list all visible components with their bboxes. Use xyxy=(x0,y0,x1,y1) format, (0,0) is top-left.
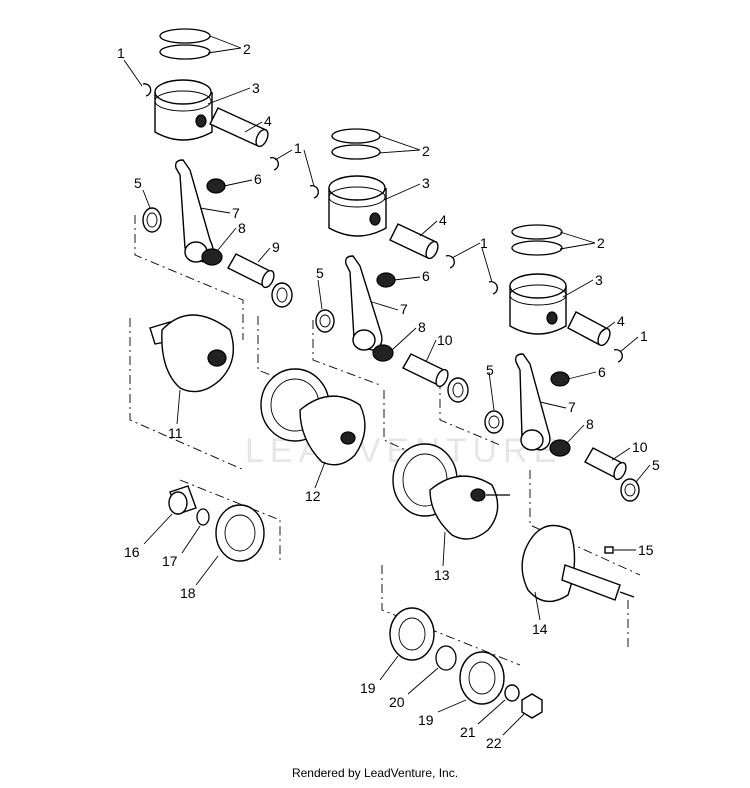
callout-14: 14 xyxy=(532,621,548,637)
diagram-canvas: LEADVENTURE xyxy=(117,28,660,751)
nut-22 xyxy=(521,693,543,719)
bearing-18 xyxy=(215,504,265,562)
crank-end-11 xyxy=(149,314,234,393)
callout-8: 8 xyxy=(586,416,594,432)
callout-4: 4 xyxy=(617,313,625,329)
callout-6: 6 xyxy=(598,364,606,380)
callout-1: 1 xyxy=(640,328,648,344)
callout-3: 3 xyxy=(252,80,260,96)
crank-web-13 xyxy=(392,443,510,540)
callout-10: 10 xyxy=(437,332,453,348)
needle-bearing-6a xyxy=(206,178,226,194)
callout-5: 5 xyxy=(486,362,494,378)
washer-21 xyxy=(504,684,520,702)
circlip-middle-1 xyxy=(309,185,319,199)
bearing-19a xyxy=(389,607,435,661)
callout-19: 19 xyxy=(418,712,434,728)
footer-credit: Rendered by LeadVenture, Inc. xyxy=(291,766,459,780)
callout-19: 19 xyxy=(360,680,376,696)
callout-18: 18 xyxy=(180,585,196,601)
callout-7: 7 xyxy=(232,205,240,221)
callout-5: 5 xyxy=(316,265,324,281)
circlip-right-2 xyxy=(613,349,623,363)
piston-rings-left xyxy=(159,28,211,60)
callout-13: 13 xyxy=(434,567,450,583)
callout-22: 22 xyxy=(486,735,502,751)
piston-rings-right xyxy=(511,224,563,256)
ring-20 xyxy=(435,645,457,671)
callout-10: 10 xyxy=(632,439,648,455)
callout-2: 2 xyxy=(422,143,430,159)
leader-lines xyxy=(123,35,651,736)
callout-21: 21 xyxy=(460,724,476,740)
callout-4: 4 xyxy=(264,113,272,129)
circlip-middle-2 xyxy=(445,255,455,269)
thrust-washer-5b xyxy=(271,282,293,308)
callout-8: 8 xyxy=(238,220,246,236)
thrust-washer-5a xyxy=(142,207,162,233)
callout-8: 8 xyxy=(418,319,426,335)
circlip-left-2 xyxy=(269,157,279,171)
callout-9: 9 xyxy=(272,239,280,255)
callout-7: 7 xyxy=(400,301,408,317)
callout-5: 5 xyxy=(134,175,142,191)
callout-12: 12 xyxy=(305,488,321,504)
crank-web-12 xyxy=(260,368,366,466)
callout-labels: 1 2 3 4 1 2 3 4 5 6 7 8 9 1 2 3 4 1 5 6 … xyxy=(117,41,660,751)
callout-7: 7 xyxy=(568,399,576,415)
needle-bearing-8a xyxy=(201,248,223,266)
callout-2: 2 xyxy=(243,41,251,57)
callout-1: 1 xyxy=(117,45,125,61)
circlip-left-1 xyxy=(142,83,152,97)
key-15 xyxy=(604,546,614,554)
bearing-19b xyxy=(459,651,505,705)
callout-5: 5 xyxy=(652,457,660,473)
callout-3: 3 xyxy=(595,272,603,288)
ring-17 xyxy=(196,508,210,526)
callout-17: 17 xyxy=(162,553,178,569)
callout-11: 11 xyxy=(168,425,183,441)
piston-rings-middle xyxy=(331,128,381,160)
piston-left xyxy=(154,92,213,141)
crank-end-14 xyxy=(521,524,635,603)
piston-left-top xyxy=(154,79,212,105)
callout-2: 2 xyxy=(597,235,605,251)
callout-1: 1 xyxy=(294,140,302,156)
callout-1: 1 xyxy=(480,235,488,251)
callout-15: 15 xyxy=(638,542,654,558)
circlip-right-1 xyxy=(488,281,498,295)
callout-3: 3 xyxy=(422,175,430,191)
callout-6: 6 xyxy=(422,268,430,284)
callout-20: 20 xyxy=(389,694,405,710)
callout-6: 6 xyxy=(254,171,262,187)
callout-4: 4 xyxy=(439,212,447,228)
callout-16: 16 xyxy=(124,544,140,560)
